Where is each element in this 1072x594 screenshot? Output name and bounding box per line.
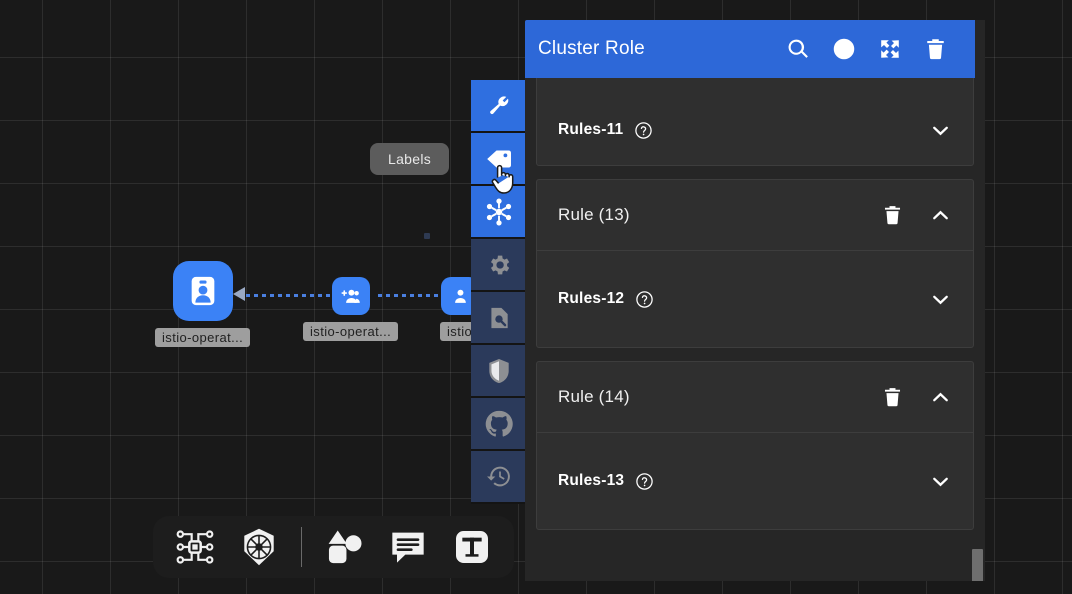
search-icon[interactable] <box>786 37 810 61</box>
bottom-toolbar <box>153 516 514 578</box>
labels-tooltip: Labels <box>370 143 450 175</box>
rule-header-row[interactable]: Rule (14) <box>537 362 973 432</box>
rules-card[interactable]: Rules-11 <box>536 78 974 166</box>
rule-group-card[interactable]: Rule (14) Rules-13 <box>536 361 974 530</box>
rule-label: Rule (13) <box>558 205 630 224</box>
sidebar-item-settings[interactable] <box>471 239 527 292</box>
delete-trash-icon[interactable] <box>882 386 903 408</box>
group-add-icon <box>331 277 370 315</box>
canvas-dot-marker <box>424 233 430 239</box>
comment-icon[interactable] <box>380 519 436 575</box>
side-toolbar <box>471 80 527 504</box>
kubernetes-helm-icon[interactable] <box>231 519 287 575</box>
help-circle-icon[interactable] <box>634 121 653 140</box>
cluster-role-panel: Cluster Role <box>525 20 985 581</box>
rules-label: Rules-12 <box>558 290 625 307</box>
delete-trash-icon[interactable] <box>924 37 947 61</box>
chevron-down-icon[interactable] <box>929 288 952 311</box>
graph-node-label: istio-operat... <box>303 322 399 341</box>
text-tool-icon[interactable] <box>444 519 500 575</box>
chevron-up-icon[interactable] <box>929 386 952 409</box>
graph-node-label: istio-operat... <box>155 328 251 347</box>
sidebar-item-wrench[interactable] <box>471 80 527 133</box>
help-circle-icon[interactable] <box>635 472 654 491</box>
panel-scrollbar[interactable] <box>972 98 985 581</box>
rules-row[interactable]: Rules-13 <box>537 432 973 529</box>
rule-header-row[interactable]: Rule (13) <box>537 180 973 250</box>
rule-label: Rule (14) <box>558 387 630 406</box>
chevron-down-icon[interactable] <box>929 470 952 493</box>
help-circle-icon[interactable] <box>635 290 654 309</box>
scrollbar-thumb[interactable] <box>972 549 983 581</box>
chevron-down-icon[interactable] <box>929 119 952 142</box>
graph-edge-arrow-icon <box>233 287 245 301</box>
sidebar-item-document-search[interactable] <box>471 292 527 345</box>
graph-edge <box>246 294 342 297</box>
sidebar-item-shield[interactable] <box>471 345 527 398</box>
rules-label: Rules-11 <box>558 121 624 138</box>
rules-row[interactable]: Rules-11 <box>537 95 973 165</box>
panel-header: Cluster Role <box>525 20 975 78</box>
graph-node-label: istio <box>440 322 480 341</box>
circuit-chip-icon[interactable] <box>167 519 223 575</box>
help-circle-icon[interactable] <box>832 37 856 61</box>
panel-body[interactable]: Rules-11 Rule (13) <box>525 78 985 581</box>
sidebar-item-topology[interactable] <box>471 186 527 239</box>
rules-row[interactable]: Rules-12 <box>537 250 973 347</box>
toolbar-separator <box>301 527 302 567</box>
delete-trash-icon[interactable] <box>882 204 903 226</box>
chevron-up-icon[interactable] <box>929 204 952 227</box>
graph-node-group[interactable]: istio-operat... <box>303 277 399 341</box>
service-account-badge-icon <box>172 261 233 321</box>
shapes-icon[interactable] <box>316 519 372 575</box>
expand-fullscreen-icon[interactable] <box>878 37 902 61</box>
rules-label: Rules-13 <box>558 472 625 489</box>
sidebar-item-history[interactable] <box>471 451 527 504</box>
sidebar-item-tag[interactable] <box>471 133 527 186</box>
rule-group-card[interactable]: Rule (13) Rules-12 <box>536 179 974 348</box>
page-title: Cluster Role <box>538 38 645 59</box>
sidebar-item-github[interactable] <box>471 398 527 451</box>
graph-node-service-account[interactable]: istio-operat... <box>155 261 251 347</box>
graph-edge <box>378 294 478 297</box>
